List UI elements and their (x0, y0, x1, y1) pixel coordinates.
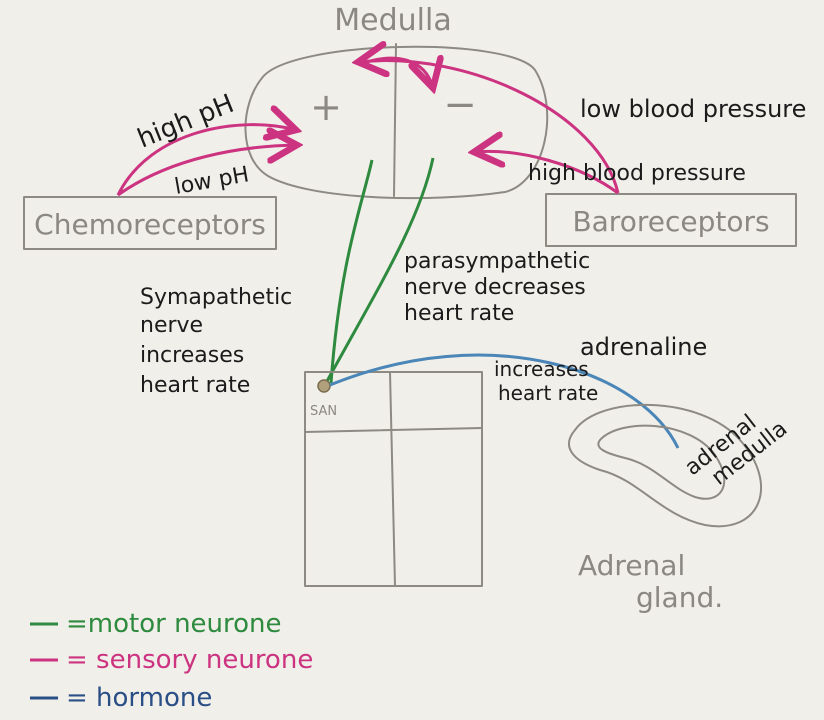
adrenaline-label: adrenaline (580, 333, 707, 361)
legend-motor-label: =motor neurone (66, 609, 282, 639)
heart-outline (304, 371, 483, 587)
parasympathetic-label: parasympathetic nerve decreases heart ra… (404, 249, 597, 326)
adrenal-medulla-outline (597, 424, 726, 500)
sympathetic-nerve-line (329, 159, 374, 384)
medulla-divider (393, 43, 397, 197)
baroreceptors-label: Baroreceptors (572, 205, 769, 238)
high-blood-pressure-label: high blood pressure (528, 161, 746, 186)
cardioinhibitor-minus: − (443, 82, 477, 128)
adrenaline-arrowhead (528, 352, 560, 356)
heart-septum (389, 371, 396, 587)
adrenaline-effect-label: increases heart rate (494, 357, 598, 405)
parasympathetic-arrowhead (376, 250, 400, 300)
cardioaccelerator-plus: + (310, 85, 342, 129)
adrenal-gland-outline (568, 403, 763, 528)
medulla-crossover-arrow (359, 58, 433, 88)
low-blood-pressure-label: low blood pressure (580, 95, 806, 123)
parasympathetic-nerve-line (324, 157, 435, 384)
medulla-title: Medulla (334, 3, 451, 38)
adrenal-gland-label: Adrenal gland. (578, 549, 723, 614)
san-label: SAN (310, 404, 337, 419)
adrenaline-hormone-line (329, 353, 680, 449)
low-bp-sensory-arrow (358, 61, 620, 194)
low-ph-sensory-arrow (117, 145, 297, 197)
low-ph-label: low pH (173, 162, 251, 200)
legend-hormone-label: = hormone (66, 683, 212, 713)
baroreceptors-box (545, 193, 797, 247)
high-bp-sensory-arrow (474, 151, 619, 195)
chemoreceptors-label: Chemoreceptors (34, 208, 266, 241)
high-ph-sensory-arrow (116, 125, 296, 196)
heart-atria-line (304, 427, 483, 433)
medulla-outline (244, 45, 549, 200)
legend: =motor neurone = sensory neurone = hormo… (30, 609, 313, 713)
high-ph-label: high pH (133, 89, 238, 155)
sympathetic-label: Symapathetic nerve increases heart rate (140, 285, 299, 398)
chemoreceptors-box (23, 196, 277, 250)
san-node (317, 379, 331, 393)
legend-sensory-label: = sensory neurone (66, 645, 313, 675)
